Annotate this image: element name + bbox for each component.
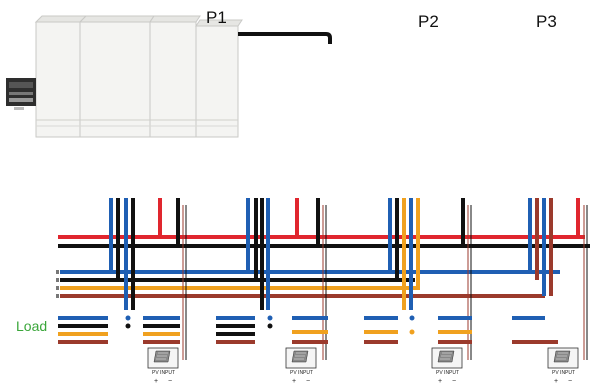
inverter-cabinet-group [6,15,332,138]
inverter-cabinet-2 [79,21,151,138]
phase-group-p1b [246,198,327,360]
pv-plus-3: + [438,378,442,385]
phase-label-p2: P2 [418,12,439,31]
pv-panel-4 [547,347,579,369]
pv-plus-1: + [154,378,158,385]
pv-minus-1: − [168,378,172,385]
pv-minus-3: − [452,378,456,385]
pv-plus-4: + [554,378,558,385]
pv-panel-1 [147,347,179,369]
pv-plus-2: + [292,378,296,385]
pv-input-panels: PV INPUT PV INPUT PV INPUT PV INPUT + − … [147,347,579,385]
load-label: Load [16,318,48,334]
pv-input-label-2: PV INPUT [290,370,313,376]
phase-label-p3: P3 [536,12,557,31]
pv-input-label-1: PV INPUT [152,370,175,376]
phase-group-p1 [109,198,187,360]
phase-label-p1: P1 [206,8,227,27]
main-bus [56,235,590,298]
pv-input-label-3: PV INPUT [436,370,459,376]
pv-panel-3 [431,347,463,369]
pv-input-label-4: PV INPUT [552,370,575,376]
pv-minus-4: − [568,378,572,385]
pv-minus-2: − [306,378,310,385]
ac-output-cable [238,32,332,44]
pv-panel-2 [285,347,317,369]
phase-group-p2 [388,198,472,360]
inverter-cabinet-1 [35,21,81,138]
inverter-cabinet-4 [195,25,239,138]
load-bars [58,315,558,344]
phase-group-p3 [528,198,588,360]
